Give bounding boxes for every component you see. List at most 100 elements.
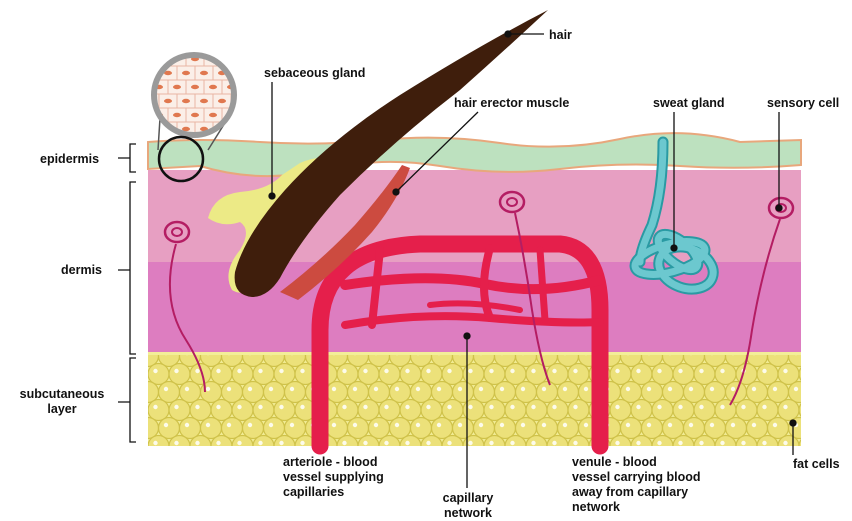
fat-cell xyxy=(442,436,463,457)
fat-cell-highlight xyxy=(468,369,472,373)
fat-cell-highlight xyxy=(647,423,651,427)
fat-cell-highlight xyxy=(689,423,693,427)
fat-cell xyxy=(369,418,390,439)
fat-cell-highlight xyxy=(720,405,724,409)
fat-cell xyxy=(694,364,715,385)
fat-cell-highlight xyxy=(468,405,472,409)
subcutaneous-layer-label: subcutaneous layer xyxy=(10,387,114,417)
fat-cell-highlight xyxy=(279,405,283,409)
cell-nucleus xyxy=(200,99,208,103)
fat-cell xyxy=(222,418,243,439)
fat-cell-highlight xyxy=(521,423,525,427)
fat-cell-highlight xyxy=(510,405,514,409)
fat-cell-highlight xyxy=(216,405,220,409)
sebaceous-gland-label: sebaceous gland xyxy=(264,66,365,81)
fat-cell-highlight xyxy=(185,387,189,391)
fat-cell-highlight xyxy=(647,387,651,391)
fat-cell-highlight xyxy=(668,423,672,427)
fat-cell-highlight xyxy=(363,405,367,409)
fat-cell xyxy=(537,418,558,439)
fat-cell xyxy=(610,436,631,457)
fat-cell-highlight xyxy=(437,387,441,391)
fat-cell-highlight xyxy=(510,441,514,445)
cell-nucleus xyxy=(209,113,217,117)
fat-cell-highlight xyxy=(783,369,787,373)
fat-cell xyxy=(148,436,169,457)
fat-cell xyxy=(243,418,264,439)
fat-cell xyxy=(778,364,799,385)
fat-cell xyxy=(757,400,778,421)
fat-cell-highlight xyxy=(363,441,367,445)
fat-cell xyxy=(463,400,484,421)
epidermis-cell xyxy=(231,66,249,80)
fat-cell xyxy=(631,436,652,457)
fat-cell xyxy=(652,400,673,421)
fat-cell xyxy=(264,382,285,403)
fat-cell xyxy=(411,382,432,403)
fat-cell-highlight xyxy=(710,387,714,391)
fat-cell xyxy=(169,436,190,457)
fat-cell xyxy=(495,418,516,439)
fat-cell xyxy=(768,418,789,439)
fat-cell-highlight xyxy=(416,387,420,391)
fat-cell-highlight xyxy=(731,423,735,427)
fat-cell-highlight xyxy=(563,387,567,391)
fat-cell-highlight xyxy=(374,423,378,427)
fat-cell xyxy=(726,418,747,439)
fat-cell-highlight xyxy=(384,369,388,373)
fat-cell-highlight xyxy=(447,405,451,409)
fat-cell-highlight xyxy=(762,369,766,373)
fat-cell-highlight xyxy=(384,405,388,409)
cell-nucleus xyxy=(191,85,199,89)
fat-cell xyxy=(253,364,274,385)
cell-nucleus xyxy=(173,85,181,89)
cell-nucleus xyxy=(227,57,235,61)
fat-cell xyxy=(138,418,159,439)
fat-cell-highlight xyxy=(447,369,451,373)
fat-cell-highlight xyxy=(573,369,577,373)
fat-cell-highlight xyxy=(426,441,430,445)
fat-cell-highlight xyxy=(626,423,630,427)
fat-cell xyxy=(379,364,400,385)
fat-cell-highlight xyxy=(636,369,640,373)
fat-cell xyxy=(694,400,715,421)
fat-cell xyxy=(463,364,484,385)
fat-cell-highlight xyxy=(489,369,493,373)
subcutaneous-bracket xyxy=(118,358,136,442)
fat-cell-highlight xyxy=(615,405,619,409)
fat-cell-highlight xyxy=(185,423,189,427)
fat-cell xyxy=(631,364,652,385)
fat-cell-highlight xyxy=(678,405,682,409)
fat-cell-highlight xyxy=(300,441,304,445)
fat-cell-highlight xyxy=(510,369,514,373)
fat-cell xyxy=(547,436,568,457)
fat-cell xyxy=(757,364,778,385)
fat-cell xyxy=(558,418,579,439)
fat-cell-highlight xyxy=(269,423,273,427)
fat-cell-highlight xyxy=(416,423,420,427)
fat-cell xyxy=(694,436,715,457)
fat-cells-label: fat cells xyxy=(793,457,840,472)
fat-cell xyxy=(400,436,421,457)
fat-cell xyxy=(547,364,568,385)
fat-cell xyxy=(705,382,726,403)
fat-cell xyxy=(285,382,306,403)
fat-cell xyxy=(673,364,694,385)
fat-cell-highlight xyxy=(164,387,168,391)
fat-cell xyxy=(768,382,789,403)
fat-cell xyxy=(505,400,526,421)
fat-cell-highlight xyxy=(269,387,273,391)
fat-cell-highlight xyxy=(615,441,619,445)
fat-cell xyxy=(621,382,642,403)
fat-cell-highlight xyxy=(195,369,199,373)
cell-nucleus xyxy=(236,127,244,131)
fat-cell-highlight xyxy=(174,405,178,409)
fat-cell xyxy=(453,418,474,439)
fat-cell-highlight xyxy=(531,441,535,445)
fat-cell xyxy=(610,400,631,421)
fat-cell xyxy=(169,400,190,421)
sweat-gland-label: sweat gland xyxy=(653,96,725,111)
fat-cell xyxy=(274,364,295,385)
fat-cell xyxy=(180,382,201,403)
